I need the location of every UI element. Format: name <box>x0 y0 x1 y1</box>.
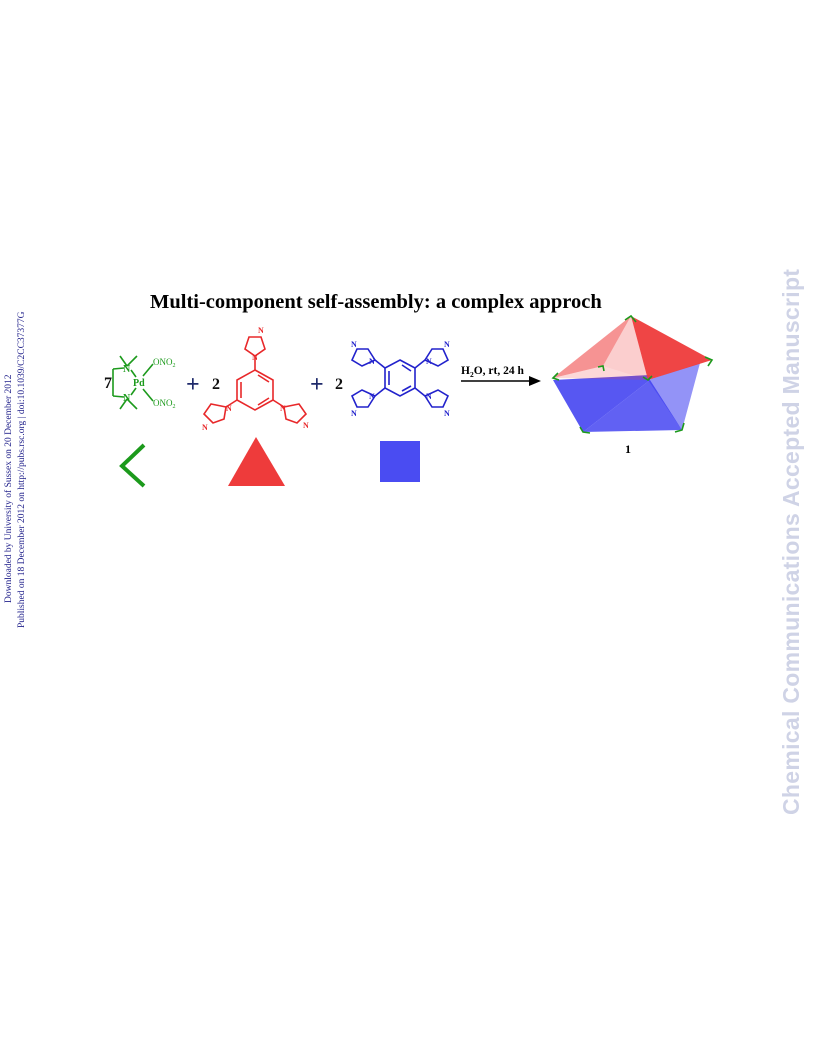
tetrakis-imidazolyl-benzene <box>350 348 450 408</box>
svg-text:N: N <box>351 340 357 349</box>
tripodal-coefficient: 2 <box>212 376 220 393</box>
svg-text:N: N <box>258 326 264 335</box>
svg-text:N: N <box>226 404 232 413</box>
ono2-bottom: ONO2 <box>153 398 176 410</box>
blue-square-icon <box>380 441 420 482</box>
svg-text:N: N <box>444 409 450 418</box>
svg-text:N: N <box>202 423 208 432</box>
product-cage <box>551 314 714 434</box>
tris-imidazolyl-benzene <box>202 336 308 424</box>
pd-complex: 7 N N Pd ONO2 ONO2 <box>104 355 176 410</box>
plus-sign-1: + <box>186 372 200 398</box>
pd-label: Pd <box>133 378 145 389</box>
pd-coefficient: 7 <box>104 375 112 392</box>
svg-text:N: N <box>426 392 432 401</box>
ono2-top: ONO2 <box>153 357 176 369</box>
arrow-head <box>529 376 541 386</box>
pd-corner-icon <box>119 443 146 488</box>
plus-sign-2: + <box>310 372 324 398</box>
reaction-conditions: H2O, rt, 24 h <box>461 365 524 379</box>
red-triangle-icon <box>228 437 285 486</box>
figure-title: Multi-component self-assembly: a complex… <box>150 291 602 313</box>
svg-text:N: N <box>280 404 286 413</box>
svg-text:N: N <box>444 340 450 349</box>
tetrapodal-coefficient: 2 <box>335 376 343 393</box>
svg-text:N: N <box>252 353 258 362</box>
svg-text:N: N <box>303 421 309 430</box>
svg-text:N: N <box>369 392 375 401</box>
red-n-labels: N N N N N N <box>202 326 309 432</box>
blue-n-labels: N N N N N N N N <box>351 340 450 418</box>
product-label: 1 <box>625 442 631 456</box>
n-bottom-label: N <box>123 393 131 404</box>
svg-text:N: N <box>351 409 357 418</box>
n-top-label: N <box>123 364 131 375</box>
svg-text:N: N <box>369 357 375 366</box>
svg-text:N: N <box>426 357 432 366</box>
